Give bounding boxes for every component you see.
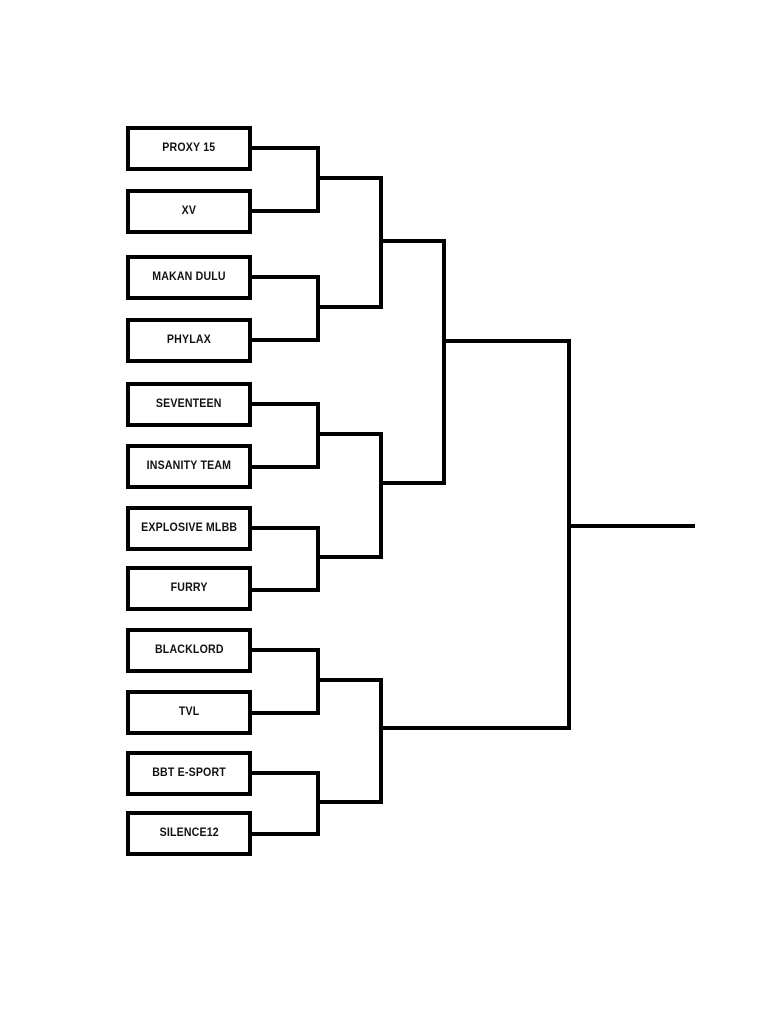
- connector-r1-m3-bottom: [252, 465, 320, 469]
- team-box-proxy-15[interactable]: PROXY 15: [126, 126, 252, 171]
- connector-r1-m6-top: [252, 771, 320, 775]
- team-box-insanity-team[interactable]: INSANITY TEAM: [126, 444, 252, 489]
- connector-r3-sf-bottom: [379, 481, 446, 485]
- connector-r2-qfB-spine: [379, 432, 383, 559]
- connector-r2-qfA-top: [316, 176, 383, 180]
- connector-r2-qfB-top: [316, 432, 383, 436]
- team-name-label: INSANITY TEAM: [146, 459, 232, 472]
- connector-final-bottom-feed: [379, 726, 571, 730]
- team-box-bbt-e-sport[interactable]: BBT E-SPORT: [126, 751, 252, 796]
- connector-final-spine: [567, 339, 571, 730]
- team-name-label: PHYLAX: [166, 333, 212, 346]
- connector-r1-m2-top: [252, 275, 320, 279]
- team-name-label: MAKAN DULU: [152, 270, 226, 283]
- team-name-label: TVL: [178, 705, 200, 718]
- connector-r3-sf-top: [379, 239, 446, 243]
- connector-r2-qfC-bottom: [316, 800, 383, 804]
- connector-r1-m5-bottom: [252, 711, 320, 715]
- team-name-label: SEVENTEEN: [156, 397, 222, 410]
- connector-r1-m1-bottom: [252, 209, 320, 213]
- connector-r1-m1-top: [252, 146, 320, 150]
- team-box-phylax[interactable]: PHYLAX: [126, 318, 252, 363]
- team-name-label: PROXY 15: [162, 141, 216, 154]
- team-name-label: BBT E-SPORT: [152, 766, 226, 779]
- team-box-blacklord[interactable]: BLACKLORD: [126, 628, 252, 673]
- connector-r1-m6-bottom: [252, 832, 320, 836]
- champion-slot[interactable]: [575, 500, 695, 522]
- team-box-silence12[interactable]: SILENCE12: [126, 811, 252, 856]
- team-name-label: BLACKLORD: [154, 643, 224, 656]
- connector-final-top-feed: [442, 339, 571, 343]
- team-box-tvl[interactable]: TVL: [126, 690, 252, 735]
- connector-r2-qfA-bottom: [316, 305, 383, 309]
- team-box-furry[interactable]: FURRY: [126, 566, 252, 611]
- team-box-makan-dulu[interactable]: MAKAN DULU: [126, 255, 252, 300]
- team-box-explosive-mlbb[interactable]: EXPLOSIVE MLBB: [126, 506, 252, 551]
- team-box-seventeen[interactable]: SEVENTEEN: [126, 382, 252, 427]
- team-name-label: SILENCE12: [159, 826, 219, 839]
- team-name-label: XV: [181, 204, 197, 217]
- connector-r1-m4-spine: [316, 526, 320, 592]
- connector-r1-m3-top: [252, 402, 320, 406]
- connector-r3-sf-spine: [442, 239, 446, 485]
- connector-r1-m2-bottom: [252, 338, 320, 342]
- team-name-label: EXPLOSIVE MLBB: [140, 521, 238, 534]
- connector-r2-qfC-spine: [379, 678, 383, 804]
- connector-r1-m4-bottom: [252, 588, 320, 592]
- connector-r2-qfB-bottom: [316, 555, 383, 559]
- connector-r2-qfC-top: [316, 678, 383, 682]
- connector-r1-m4-top: [252, 526, 320, 530]
- champion-output-line: [567, 524, 695, 528]
- team-box-xv[interactable]: XV: [126, 189, 252, 234]
- team-name-label: FURRY: [170, 581, 208, 594]
- connector-r1-m5-top: [252, 648, 320, 652]
